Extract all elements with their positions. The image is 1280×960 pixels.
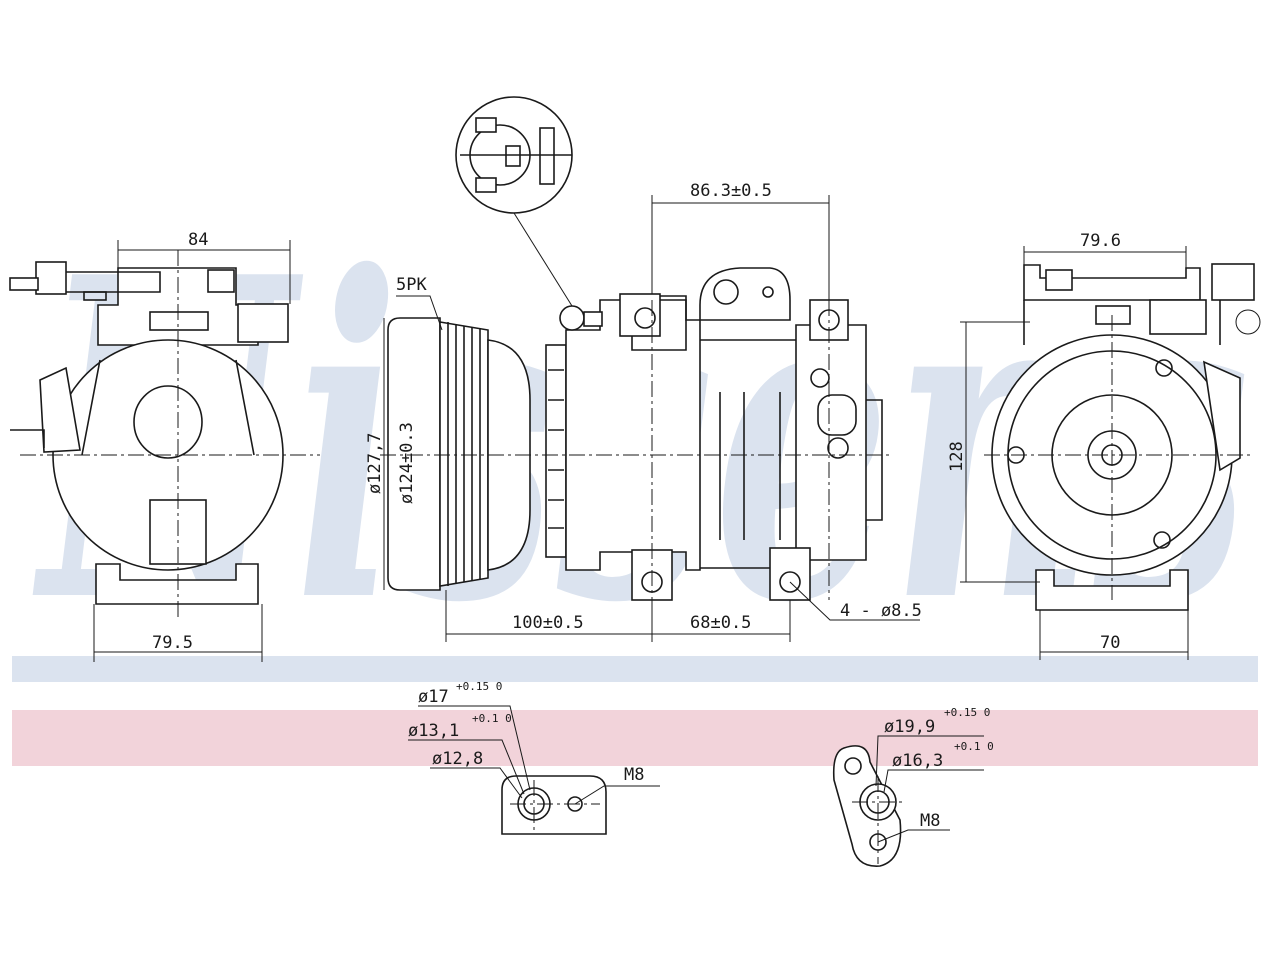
dim-left-bottom-width: 79.5: [152, 633, 193, 653]
discharge-d2-tol: +0.1 0: [954, 740, 994, 753]
discharge-port-detail: [832, 735, 984, 867]
pink-band: [12, 710, 1258, 766]
suction-d1-base: ø17: [418, 687, 449, 707]
discharge-d1-tol: +0.15 0: [944, 706, 990, 719]
dim-right-bottom-width: 70: [1100, 633, 1120, 653]
dim-port-spacing: 86.3±0.5: [690, 181, 772, 201]
blue-band: [12, 656, 1258, 682]
dim-mount-holes: 4 - ø8.5: [840, 601, 922, 621]
right-rear-view: [960, 246, 1261, 660]
dim-pulley-diameter: ø124±0.3: [397, 422, 417, 504]
dim-mount-spacing-a: 100±0.5: [512, 613, 584, 633]
suction-d2-tol: +0.1 0: [472, 712, 512, 725]
suction-d2-base: ø13,1: [408, 721, 459, 741]
dim-right-height: 128: [947, 441, 967, 472]
suction-d1-tol: +0.15 0: [456, 680, 502, 693]
suction-bolt: M8: [624, 765, 644, 785]
dim-outer-diameter: ø127,7: [365, 433, 385, 494]
discharge-d1-base: ø19,9: [884, 717, 935, 737]
discharge-d2-base: ø16,3: [892, 751, 943, 771]
dim-belt-type: 5PK: [396, 275, 427, 295]
dim-left-top-width: 84: [188, 230, 208, 250]
discharge-bolt: M8: [920, 811, 940, 831]
dim-right-top-width: 79.6: [1080, 231, 1121, 251]
left-side-view: [9, 240, 320, 662]
suction-d3: ø12,8: [432, 749, 483, 769]
dim-mount-spacing-b: 68±0.5: [690, 613, 751, 633]
center-front-view: [380, 96, 920, 642]
suction-port-detail: [408, 705, 660, 835]
